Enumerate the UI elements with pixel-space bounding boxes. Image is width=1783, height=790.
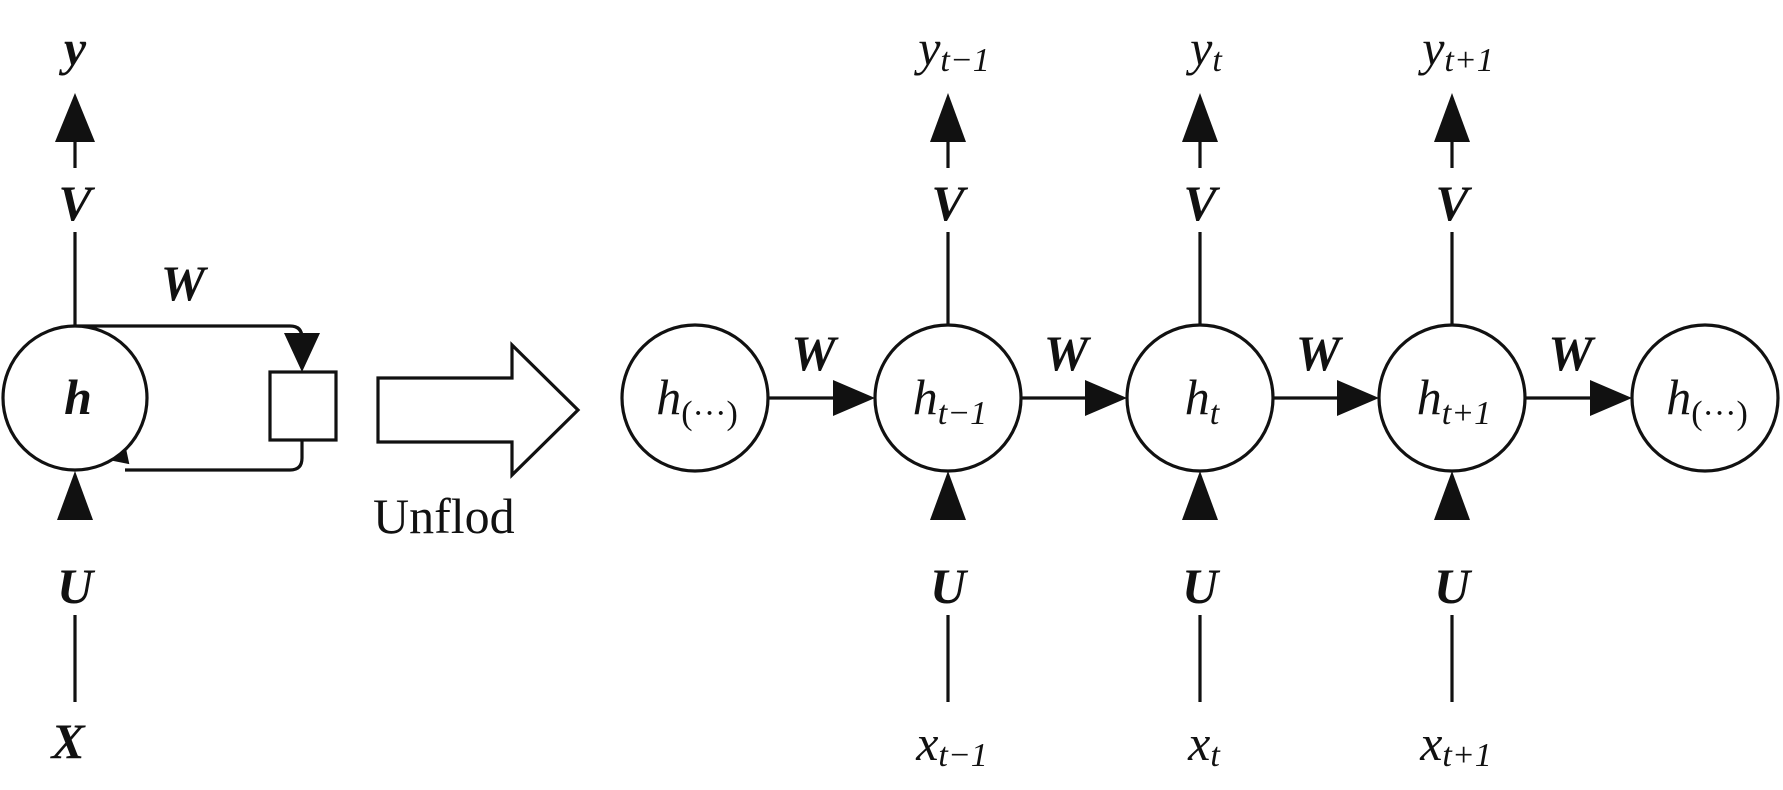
input-label-1: xt−1 bbox=[915, 715, 988, 774]
folded-rnn: y V W h U X bbox=[1, 20, 338, 769]
folded-hidden-node bbox=[1, 324, 149, 472]
input-arrowhead-2 bbox=[1182, 471, 1218, 520]
recurrent-link-arrowhead-1 bbox=[1085, 380, 1127, 416]
hidden-node-4 bbox=[1630, 323, 1780, 473]
folded-hidden-label: h bbox=[64, 369, 92, 425]
folded-loop-bottom bbox=[125, 440, 304, 472]
recurrent-link-arrowhead-0 bbox=[833, 380, 875, 416]
hidden-label-4: h(···) bbox=[1666, 369, 1748, 432]
input-arrowhead-1 bbox=[930, 471, 966, 520]
input-weight-label-3: U bbox=[1434, 558, 1473, 614]
folded-output-weight-label: V bbox=[58, 175, 95, 231]
unfold-label: Unflod bbox=[373, 488, 515, 544]
folded-recurrent-weight-label: W bbox=[161, 255, 209, 311]
folded-input-label: X bbox=[49, 713, 86, 769]
input-weight-label-1: U bbox=[930, 558, 969, 614]
recurrent-weight-label-3: W bbox=[1548, 325, 1596, 381]
input-label-3: xt+1 bbox=[1419, 715, 1492, 774]
recurrent-weight-label-1: W bbox=[1044, 325, 1092, 381]
recurrent-weight-label-0: W bbox=[791, 325, 839, 381]
folded-input-weight-label: U bbox=[57, 558, 96, 614]
folded-delay-box bbox=[268, 370, 338, 442]
unfold-arrow: Unflod bbox=[373, 341, 581, 544]
hidden-node-0 bbox=[620, 323, 770, 473]
output-weight-label-1: V bbox=[931, 175, 968, 231]
output-label-1: yt−1 bbox=[913, 20, 990, 79]
input-arrowhead-3 bbox=[1434, 471, 1470, 520]
output-arrowhead-1 bbox=[930, 93, 966, 142]
folded-input-arrowhead bbox=[57, 471, 93, 520]
hidden-label-2: ht bbox=[1185, 369, 1221, 432]
folded-loop-down-arrowhead bbox=[284, 333, 320, 372]
output-label-3: yt+1 bbox=[1417, 20, 1494, 79]
hidden-label-0: h(···) bbox=[656, 369, 738, 432]
hidden-label-3: ht+1 bbox=[1417, 369, 1491, 432]
output-weight-label-2: V bbox=[1183, 175, 1220, 231]
recurrent-link-arrowhead-3 bbox=[1590, 380, 1632, 416]
recurrent-weight-label-2: W bbox=[1296, 325, 1344, 381]
output-arrowhead-2 bbox=[1182, 93, 1218, 142]
input-weight-label-2: U bbox=[1182, 558, 1221, 614]
folded-output-label: y bbox=[59, 20, 87, 76]
recurrent-link-arrowhead-2 bbox=[1337, 380, 1379, 416]
output-weight-label-3: V bbox=[1435, 175, 1472, 231]
output-arrowhead-3 bbox=[1434, 93, 1470, 142]
output-label-2: yt bbox=[1185, 20, 1223, 79]
unfold-hollow-arrow bbox=[376, 341, 581, 479]
folded-output-arrowhead bbox=[55, 93, 95, 142]
input-label-2: xt bbox=[1187, 715, 1221, 774]
hidden-label-1: ht−1 bbox=[913, 369, 987, 432]
